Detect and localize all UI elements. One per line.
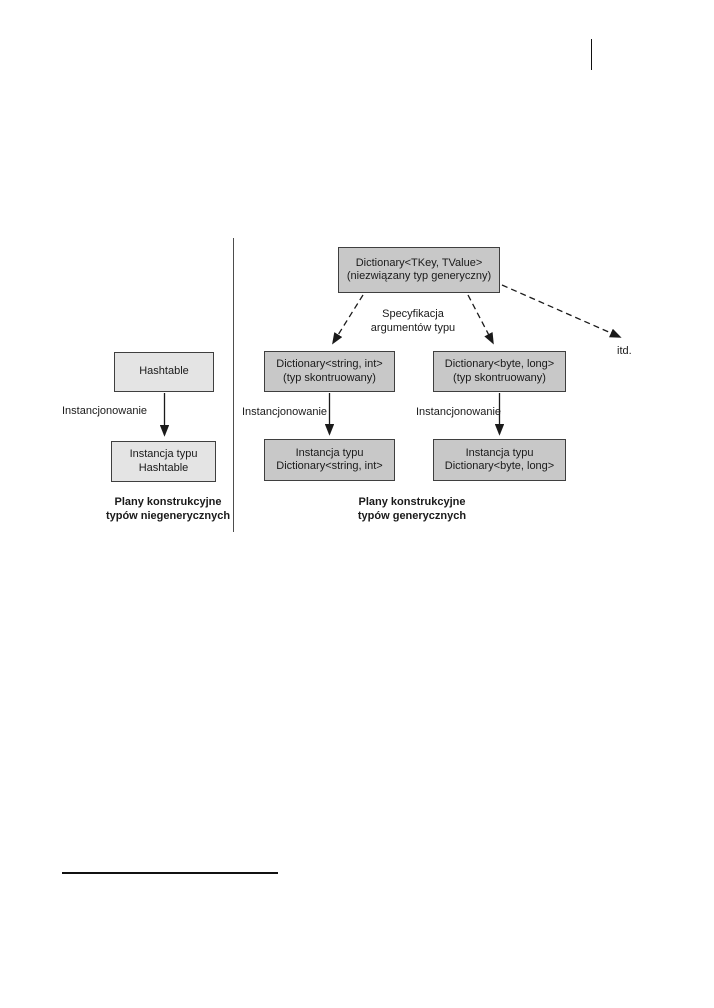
caption-line: Plany konstrukcyjne	[114, 496, 222, 508]
node-constructed-string-int: Dictionary<string, int> (typ skontruowan…	[264, 351, 395, 392]
node-hashtable-instance: Instancja typu Hashtable	[111, 441, 216, 482]
node-label: Hashtable	[139, 365, 189, 378]
node-instance-byte-long: Instancja typu Dictionary<byte, long>	[433, 439, 566, 481]
page-corner-rule	[591, 39, 592, 70]
label-instantiation-byte-long: Instancjonowanie	[416, 406, 502, 418]
label-line: argumentów typu	[370, 321, 456, 334]
node-label: (typ skontruowany)	[453, 371, 546, 384]
label-specification: Specyfikacja argumentów typu	[343, 308, 483, 335]
label-instantiation-hashtable: Instancjonowanie	[62, 405, 148, 417]
node-hashtable: Hashtable	[114, 352, 214, 392]
node-label: Dictionary<string, int>	[276, 460, 383, 472]
caption-nongeneric: Plany konstrukcyjne typów niegenerycznyc…	[93, 496, 243, 523]
node-label: Instancja typu	[465, 446, 534, 459]
node-label: Dictionary<string, int>	[276, 358, 383, 370]
node-label: Dictionary<TKey, TValue>	[355, 256, 483, 269]
node-instance-string-int: Instancja typu Dictionary<string, int>	[264, 439, 395, 481]
label-instantiation-string-int: Instancjonowanie	[242, 406, 328, 418]
node-label: Dictionary<byte, long>	[444, 358, 555, 370]
footnote-rule	[62, 872, 278, 874]
arrow-specification-etc	[501, 284, 622, 338]
label-line: Specyfikacja	[382, 308, 444, 320]
node-label: Dictionary<byte, long>	[444, 460, 555, 472]
node-label: (typ skontruowany)	[283, 371, 376, 384]
caption-line: typów generycznych	[357, 509, 467, 522]
node-label: Instancja typu	[129, 448, 198, 460]
caption-generic: Plany konstrukcyjne typów generycznych	[337, 496, 487, 523]
label-etc: itd.	[617, 345, 632, 357]
node-constructed-byte-long: Dictionary<byte, long> (typ skontruowany…	[433, 351, 566, 392]
diagram-divider	[232, 238, 234, 532]
node-label: (niezwiązany typ generyczny)	[346, 270, 492, 282]
caption-line: Plany konstrukcyjne	[358, 496, 466, 508]
node-label: Hashtable	[138, 461, 189, 474]
caption-line: typów niegenerycznych	[105, 509, 231, 522]
node-unbound-generic: Dictionary<TKey, TValue> (niezwiązany ty…	[338, 247, 500, 293]
node-label: Instancja typu	[295, 446, 364, 459]
